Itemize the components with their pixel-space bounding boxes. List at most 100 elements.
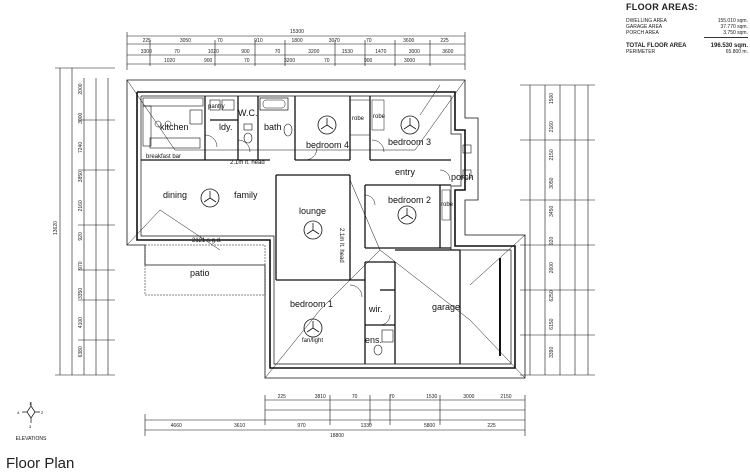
note-robe-bedroom4: robe bbox=[352, 116, 365, 122]
dimension-value: 70 bbox=[389, 394, 395, 400]
dimension-value: 70 bbox=[174, 49, 180, 55]
dimension-value: 3050 bbox=[180, 38, 191, 44]
page-title: Floor Plan bbox=[6, 455, 75, 472]
elevations-label: ELEVATIONS bbox=[15, 436, 47, 442]
elevation-compass-icon: 1 2 3 4 bbox=[17, 401, 44, 429]
dimension-value: 1530 bbox=[342, 49, 353, 55]
dimension-value: 1020 bbox=[164, 58, 175, 64]
bath-basin bbox=[283, 123, 293, 137]
svg-text:3: 3 bbox=[29, 424, 32, 429]
room-label-ensuite: ens. bbox=[365, 335, 382, 345]
toilet bbox=[243, 132, 253, 144]
top-dimension-lines bbox=[126, 32, 466, 70]
dimension-value: 1330 bbox=[361, 423, 372, 429]
note-sliding-door: 2121 s.g.d. bbox=[192, 238, 222, 244]
svg-text:4: 4 bbox=[17, 410, 20, 415]
dimension-value: 3200 bbox=[308, 49, 319, 55]
note-breakfast-bar: breakfast bar bbox=[146, 154, 181, 160]
area-underline bbox=[704, 37, 748, 38]
right-dimension-lines bbox=[520, 84, 595, 376]
dimension-value: 3810 bbox=[315, 394, 326, 400]
dimension-value: 3050 bbox=[549, 177, 555, 188]
room-label-patio: patio bbox=[190, 268, 210, 278]
room-label-wir: wir. bbox=[368, 304, 383, 314]
door-swings bbox=[204, 134, 451, 326]
dimension-value: 2160 bbox=[549, 121, 555, 132]
robe-bedroom2 bbox=[441, 189, 451, 221]
dimension-value: 920 bbox=[78, 232, 84, 241]
note-fan-light: fan/light bbox=[302, 338, 323, 344]
note-pantry: pantry bbox=[208, 104, 225, 110]
dimension-value: 900 bbox=[364, 58, 373, 64]
room-label-bath: bath bbox=[264, 122, 282, 132]
ensuite-toilet bbox=[373, 344, 383, 356]
room-label-entry: entry bbox=[395, 167, 416, 177]
dim-left-overall: 13620 bbox=[53, 221, 59, 235]
note-lounge-head: 2.1m lt. head bbox=[338, 228, 344, 263]
dimension-value: 225 bbox=[440, 38, 449, 44]
dimension-value: 2000 bbox=[78, 83, 84, 94]
svg-text:1: 1 bbox=[29, 402, 32, 406]
dimension-value: 970 bbox=[78, 261, 84, 270]
patio-slab bbox=[144, 244, 266, 296]
dimension-value: 1800 bbox=[292, 38, 303, 44]
dimension-value: 970 bbox=[297, 423, 306, 429]
room-label-wc: W.C. bbox=[238, 108, 258, 118]
dimension-value: 3000 bbox=[404, 58, 415, 64]
dimension-value: 70 bbox=[366, 38, 372, 44]
room-label-bedroom-2: bedroom 2 bbox=[388, 195, 431, 205]
dimension-value: 2150 bbox=[549, 149, 555, 160]
dimension-value: 4100 bbox=[78, 317, 84, 328]
dimension-value: 6380 bbox=[78, 346, 84, 357]
dimension-value: 70 bbox=[275, 49, 281, 55]
robe-bedroom3 bbox=[371, 99, 385, 131]
ceiling-fans bbox=[200, 115, 420, 338]
room-label-laundry: ldy. bbox=[219, 122, 232, 132]
dimension-value: 3000 bbox=[463, 394, 474, 400]
dimension-value: 70 bbox=[352, 394, 358, 400]
robe-bedroom4 bbox=[349, 99, 371, 136]
dimension-value: 2600 bbox=[549, 262, 555, 273]
room-label-family: family bbox=[234, 190, 258, 200]
dimension-value: 3300 bbox=[141, 49, 152, 55]
dimension-value: 1020 bbox=[208, 49, 219, 55]
breakfast-bar-counter bbox=[149, 137, 201, 149]
dimension-value: 1470 bbox=[375, 49, 386, 55]
porch-columns bbox=[462, 144, 472, 154]
fridge bbox=[189, 109, 203, 125]
room-label-kitchen: kitchen bbox=[160, 122, 189, 132]
dimension-value: 6150 bbox=[549, 318, 555, 329]
dimension-value: 900 bbox=[241, 49, 250, 55]
room-label-lounge: lounge bbox=[299, 206, 326, 216]
floor-areas-heading: FLOOR AREAS: bbox=[626, 2, 698, 12]
dimension-value: 3450 bbox=[549, 206, 555, 217]
note-head-height: 2.1m lt. head bbox=[230, 160, 265, 166]
room-label-bedroom-4: bedroom 4 bbox=[306, 140, 349, 150]
left-dimension-lines bbox=[55, 67, 115, 376]
ensuite-shower bbox=[381, 329, 394, 343]
dimension-value: 4660 bbox=[171, 423, 182, 429]
dimension-value: 6250 bbox=[549, 290, 555, 301]
bathtub bbox=[259, 97, 289, 111]
dimension-value: 3070 bbox=[329, 38, 340, 44]
dim-top-overall: 15300 bbox=[290, 29, 304, 35]
room-label-bedroom-1: bedroom 1 bbox=[290, 299, 333, 309]
room-label-porch: porch bbox=[451, 172, 474, 182]
dimension-value: 1530 bbox=[426, 394, 437, 400]
dim-bottom-overall: 18800 bbox=[330, 433, 344, 439]
dimension-value: 3200 bbox=[284, 58, 295, 64]
dimension-value: 2160 bbox=[78, 200, 84, 211]
dimension-value: 225 bbox=[143, 38, 152, 44]
bottom-dimension-lines bbox=[144, 395, 526, 436]
dimension-value: 910 bbox=[254, 38, 263, 44]
note-robe-bedroom3: robe bbox=[373, 114, 386, 120]
